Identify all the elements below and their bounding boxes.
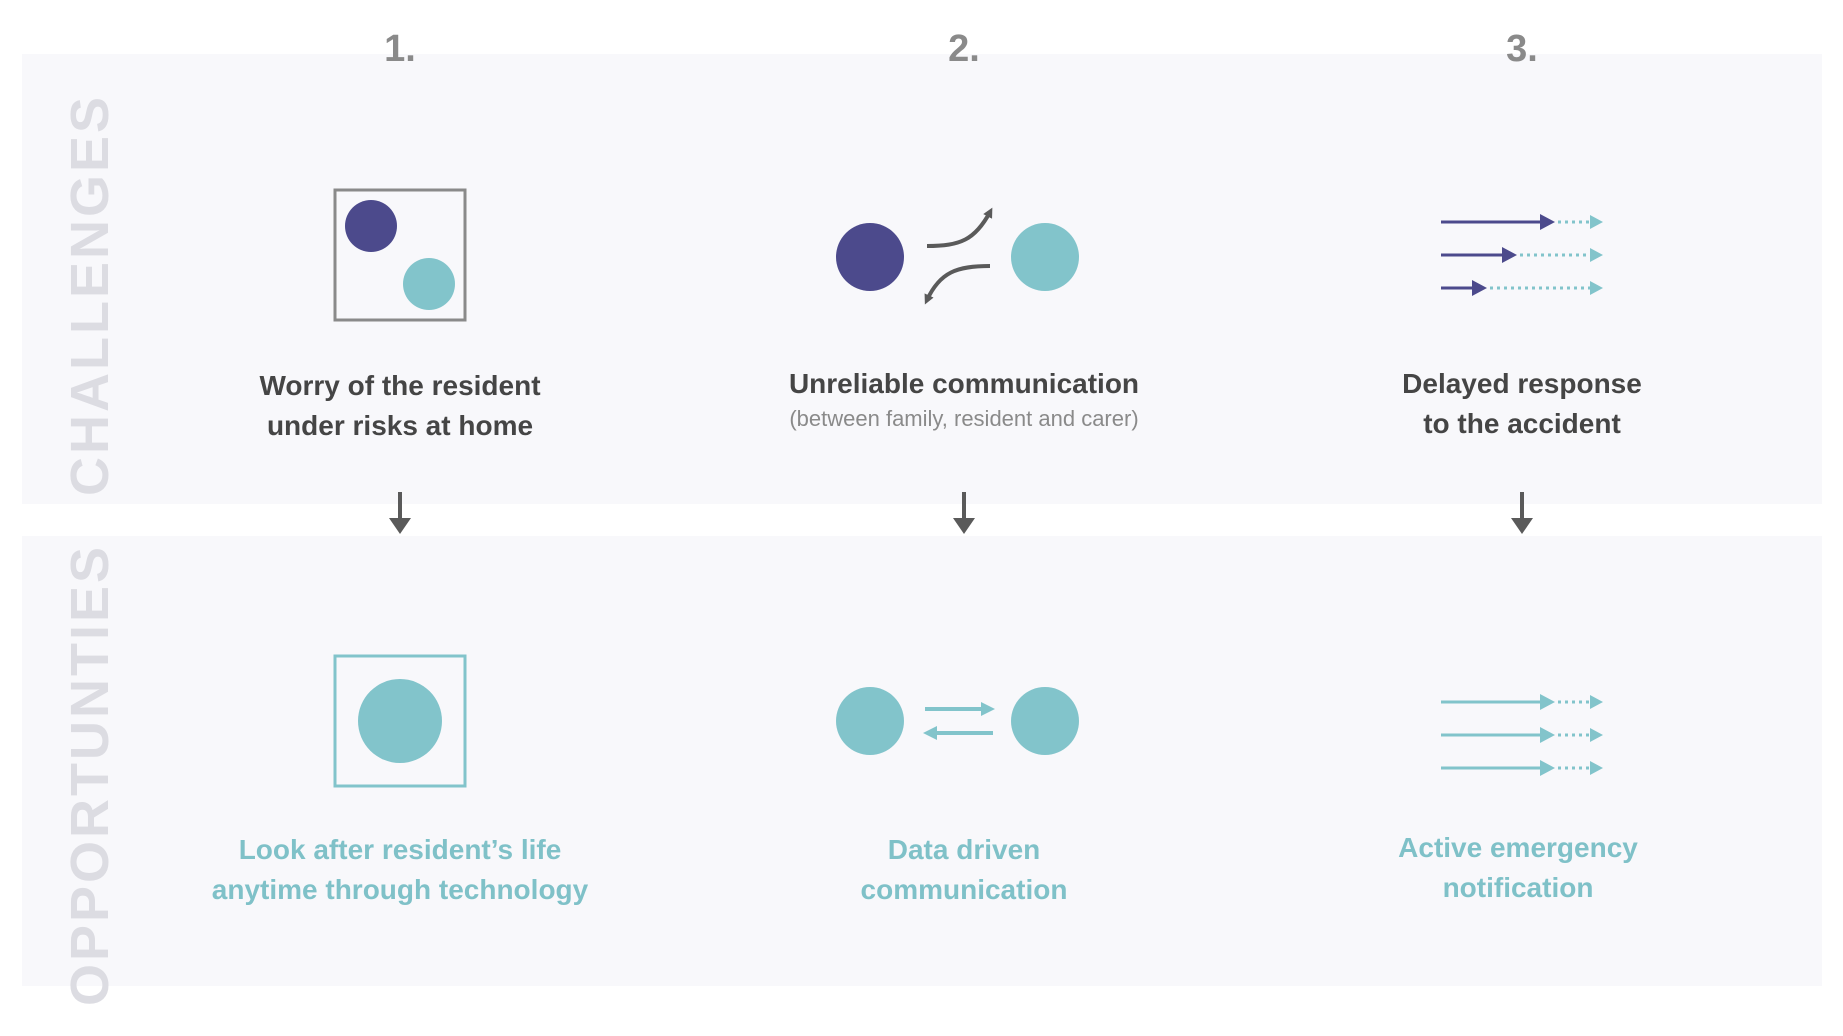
down-arrow-icon	[1511, 492, 1533, 534]
unreliable-communication-icon	[836, 207, 1079, 305]
challenges-panel	[22, 54, 1822, 504]
challenge-caption-2-sub: (between family, resident and carer)	[789, 406, 1139, 431]
opportunity-caption-2-line2: communication	[860, 874, 1068, 905]
opportunity-caption-1-line1: Look after resident’s life	[238, 834, 562, 865]
challenge-caption-3: Delayed response to the accident	[1262, 364, 1782, 444]
column-number-3: 3.	[1506, 28, 1538, 70]
down-arrow-icon	[953, 492, 975, 534]
challenges-label: CHALLENGES	[60, 93, 120, 497]
challenge-caption-1-line2: under risks at home	[266, 410, 534, 441]
column-number-1: 1.	[384, 28, 416, 70]
challenge-caption-1: Worry of the resident under risks at hom…	[140, 366, 660, 446]
column-number-2: 2.	[948, 28, 980, 70]
opportunity-caption-2-line1: Data driven	[887, 834, 1041, 865]
resident-monitoring-icon	[333, 654, 467, 788]
opportunity-caption-3: Active emergency notification	[1258, 828, 1778, 908]
challenge-caption-1-line1: Worry of the resident	[259, 370, 541, 401]
opportunity-caption-3-line2: notification	[1442, 872, 1594, 903]
opportunities-panel	[22, 536, 1822, 986]
challenge-caption-3-line1: Delayed response	[1402, 368, 1642, 399]
challenge-caption-2-line1: Unreliable communication	[788, 368, 1140, 399]
challenge-caption-2: Unreliable communication (between family…	[704, 364, 1224, 434]
down-arrow-icon	[389, 492, 411, 534]
data-driven-communication-icon	[836, 687, 1079, 755]
opportunities-label: OPPORTUNTIES	[60, 543, 120, 1007]
resident-at-risk-icon	[333, 188, 467, 322]
emergency-notification-icon	[1441, 694, 1603, 776]
opportunity-caption-1: Look after resident’s life anytime throu…	[140, 830, 660, 910]
opportunity-caption-1-line2: anytime through technology	[211, 874, 589, 905]
opportunity-caption-3-line1: Active emergency	[1398, 832, 1638, 863]
delayed-response-icon	[1441, 214, 1603, 296]
opportunity-caption-2: Data driven communication	[704, 830, 1224, 910]
challenge-caption-3-line2: to the accident	[1423, 408, 1621, 439]
